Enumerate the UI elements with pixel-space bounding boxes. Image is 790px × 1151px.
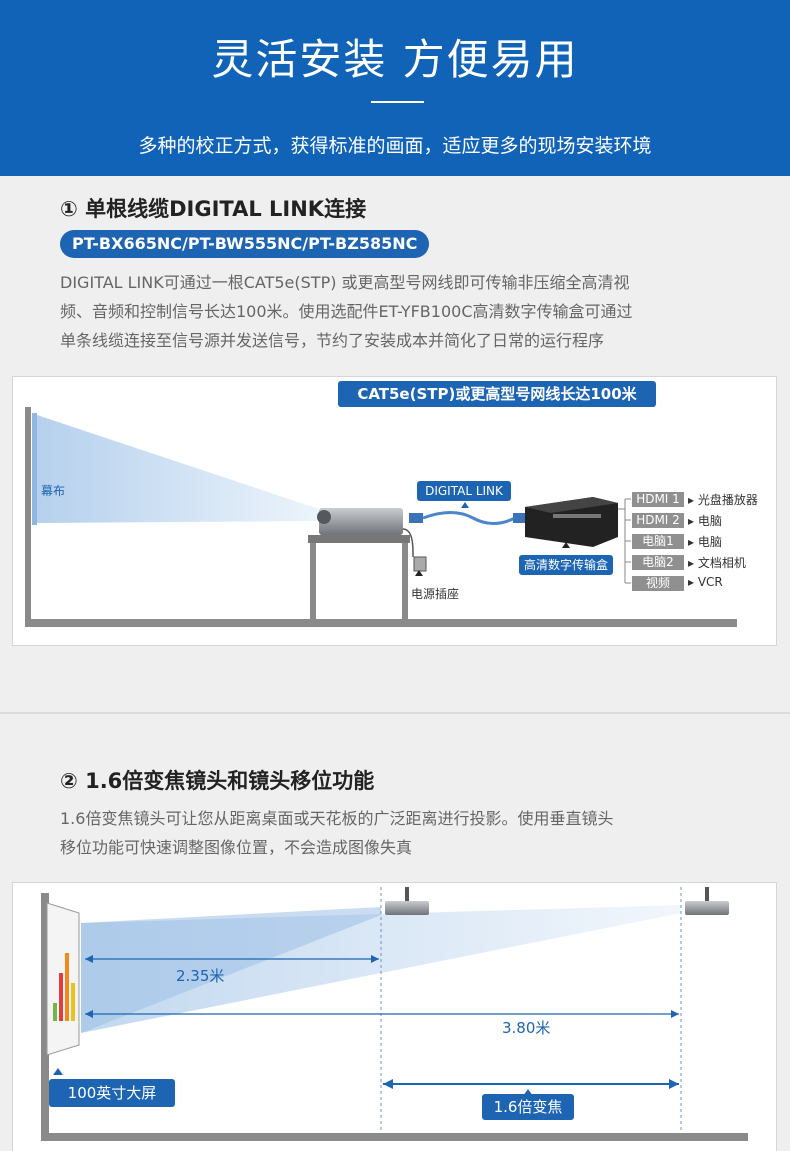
header-banner: 灵活安装 方便易用 多种的校正方式，获得标准的画面，适应更多的现场安装环境 <box>0 0 790 176</box>
input-device-name: 电脑 <box>697 514 722 528</box>
section2-description: 1.6倍变焦镜头可让您从距离桌面或天花板的广泛距离进行投影。使用垂直镜头 移位功… <box>60 804 740 862</box>
page-title: 灵活安装 方便易用 <box>211 35 579 84</box>
section-divider <box>0 712 790 714</box>
zoom-ratio-label: 1.6倍变焦 <box>482 1094 574 1120</box>
section1-title: ① 单根线缆DIGITAL LINK连接 <box>60 197 367 221</box>
section2-desc-line: 移位功能可快速调整图像位置，不会造成图像失真 <box>60 838 413 857</box>
screen-label: 幕布 <box>41 484 66 498</box>
model-badge: PT-BX665NC/PT-BW555NC/PT-BZ585NC <box>60 230 430 258</box>
input-device-label: ▸ 文档相机 <box>688 556 746 570</box>
input-device-label: ▸ 电脑 <box>688 535 722 549</box>
section1-description: DIGITAL LINK可通过一根CAT5e(STP) 或更高型号网线即可传输非… <box>60 268 740 355</box>
page-subtitle: 多种的校正方式，获得标准的画面，适应更多的现场安装环境 <box>138 135 652 157</box>
digital-link-label: DIGITAL LINK <box>417 481 511 501</box>
power-outlet-label: 电源插座 <box>411 587 460 601</box>
input-port-label: HDMI 2 <box>632 513 684 528</box>
section1-desc-line: DIGITAL LINK可通过一根CAT5e(STP) 或更高型号网线即可传输非… <box>60 273 630 292</box>
digital-link-illustration <box>25 407 737 627</box>
transmission-box-label: 高清数字传输盒 <box>519 555 613 575</box>
section1-desc-line: 频、音频和控制信号长达100米。使用选配件ET-YFB100C高清数字传输盒可通… <box>60 302 633 321</box>
input-port-label: 电脑1 <box>632 534 684 549</box>
zoom-illustration <box>41 887 748 1141</box>
input-device-label: ▸ 电脑 <box>688 514 722 528</box>
input-port-label: 视频 <box>632 576 684 591</box>
far-distance-label: 3.80米 <box>502 1019 551 1037</box>
input-port-label: 电脑2 <box>632 555 684 570</box>
input-port-label: HDMI 1 <box>632 492 684 507</box>
near-distance-label: 2.35米 <box>176 967 225 985</box>
title-underline <box>371 101 424 103</box>
digital-link-diagram: CAT5e(STP)或更高型号网线长达100米 幕布 DIGITAL LINK … <box>12 376 777 646</box>
section2-title: ② 1.6倍变焦镜头和镜头移位功能 <box>60 769 375 793</box>
section1-desc-line: 单条线缆连接至信号源并发送信号，节约了安装成本并简化了日常的运行程序 <box>60 331 605 350</box>
input-device-name: VCR <box>697 575 723 589</box>
input-device-name: 电脑 <box>697 535 722 549</box>
input-device-label: ▸ VCR <box>688 575 723 589</box>
input-device-name: 文档相机 <box>697 556 746 570</box>
zoom-lens-diagram: 2.35米 3.80米 100英寸大屏 1.6倍变焦 <box>12 882 777 1151</box>
input-device-name: 光盘播放器 <box>697 493 758 507</box>
cable-length-label: CAT5e(STP)或更高型号网线长达100米 <box>338 381 656 407</box>
section2-desc-line: 1.6倍变焦镜头可让您从距离桌面或天花板的广泛距离进行投影。使用垂直镜头 <box>60 809 614 828</box>
screen-size-label: 100英寸大屏 <box>49 1079 175 1107</box>
input-device-label: ▸ 光盘播放器 <box>688 493 758 507</box>
